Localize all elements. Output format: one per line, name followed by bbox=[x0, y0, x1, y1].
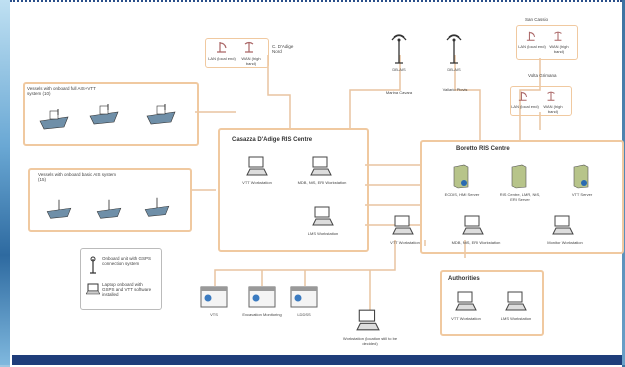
radio-tower-icon bbox=[391, 34, 407, 64]
boretto-centre-title: Boretto RIS Centre bbox=[456, 146, 510, 152]
site-san-cassio-label: San Cassio bbox=[525, 17, 549, 22]
site-castel-adige-wan: WAN (high band) bbox=[241, 56, 261, 66]
boretto-server1-label: ECDIS, HMI Server bbox=[444, 192, 480, 197]
casazza-centre-box bbox=[218, 128, 369, 252]
vessels-basic-box bbox=[28, 168, 192, 232]
vessels-basic-title: Vessels with onboard basic AIS system (1… bbox=[38, 172, 117, 182]
vessel-icon bbox=[39, 109, 69, 130]
site-castel-adige-lan: LAN (local end) bbox=[208, 56, 236, 61]
site-san-cassio-lan: LAN (local end) bbox=[518, 44, 546, 49]
legend-item2-label: Laptop onboard with GSPS and VTT softwar… bbox=[102, 282, 152, 297]
vessel-icon bbox=[146, 104, 176, 125]
system-window-icon bbox=[290, 286, 318, 308]
laptop-icon bbox=[86, 283, 100, 295]
site-volta-grimana-wan: WAN (high band) bbox=[543, 104, 563, 114]
site-volta-grimana-label: Volta Grimana bbox=[528, 73, 557, 78]
vessel-icon bbox=[89, 104, 119, 125]
antenna-icon bbox=[518, 91, 528, 101]
tower-2-site-label: Vallario Piovis bbox=[442, 87, 468, 92]
system-window-icon bbox=[248, 286, 276, 308]
server-icon bbox=[453, 164, 469, 189]
casazza-centre-title: Casazza D'Adige RIS Centre bbox=[232, 137, 313, 143]
system-window-icon bbox=[200, 286, 228, 308]
boretto-server3-label: VTT Server bbox=[571, 192, 593, 197]
site-volta-grimana-lan: LAN (local end) bbox=[511, 104, 539, 109]
site-san-cassio-box bbox=[516, 25, 578, 60]
vessel-icon bbox=[46, 199, 72, 219]
legend-item1-label: Onboard unit with GSPS connection system bbox=[102, 256, 152, 266]
vessel-icon bbox=[144, 197, 170, 217]
authorities-lms-label: LMS Workstation bbox=[500, 316, 532, 321]
vessel-icon bbox=[96, 199, 122, 219]
vessels-full-title: Vessels with onboard full AIS+VTT system… bbox=[27, 86, 96, 96]
workstation-icon bbox=[505, 291, 527, 311]
legend-box bbox=[80, 248, 162, 310]
casazza-vtt-label: VTT Workstation bbox=[242, 180, 272, 185]
boretto-centre-box bbox=[420, 140, 624, 254]
onboard-unit-icon bbox=[90, 256, 96, 274]
authorities-title: Authorities bbox=[448, 276, 480, 282]
site-castel-adige-box bbox=[205, 38, 269, 68]
site-volta-grimana-box bbox=[510, 86, 572, 116]
server-icon bbox=[573, 164, 589, 189]
workstation-icon bbox=[310, 156, 332, 176]
vessels-full-box bbox=[23, 82, 199, 146]
workstation-icon bbox=[312, 206, 334, 226]
tower-1-site-label: Marina Cavara bbox=[385, 90, 413, 95]
antenna-icon bbox=[547, 91, 555, 101]
background-left-edge bbox=[0, 0, 12, 365]
boretto-mdb-label: MDB, NtS, ERI Workstation bbox=[451, 240, 501, 245]
tower-1-device-label: DB-AIS bbox=[392, 67, 406, 72]
authorities-vtt-label: VTT Workstation bbox=[451, 316, 481, 321]
workstation-icon bbox=[552, 215, 574, 235]
system-lddss-label: LDDSS bbox=[297, 312, 311, 317]
tower-2-device-label: DB-AIS bbox=[447, 67, 461, 72]
site-castel-adige-label: C. D'Adige Nord bbox=[272, 44, 294, 54]
boretto-monitor-label: Monitor Workstation bbox=[547, 240, 583, 245]
antenna-icon bbox=[244, 41, 254, 53]
system-workstation-location-label: Workstation (location still to be decide… bbox=[342, 336, 398, 346]
boretto-vtt-label: VTT Workstation bbox=[390, 240, 420, 245]
server-icon bbox=[511, 164, 527, 189]
casazza-mdb-label: MDB, NtS, ERI Workstation bbox=[297, 180, 347, 185]
radio-tower-icon bbox=[446, 34, 462, 64]
workstation-icon bbox=[356, 309, 380, 331]
workstation-icon bbox=[462, 215, 484, 235]
workstation-icon bbox=[455, 291, 477, 311]
system-excavation-label: Excavation Monitoring bbox=[242, 312, 282, 317]
antenna-icon bbox=[217, 42, 227, 53]
antenna-icon bbox=[526, 31, 536, 41]
site-san-cassio-wan: WAN (high band) bbox=[549, 44, 569, 54]
system-vts-label: VTS bbox=[210, 312, 218, 317]
workstation-icon bbox=[392, 215, 414, 235]
workstation-icon bbox=[246, 156, 268, 176]
boretto-server2-label: RIS Centre, LMR, NtS, ERI Server bbox=[499, 192, 541, 202]
bottom-bar bbox=[12, 355, 622, 365]
antenna-icon bbox=[554, 31, 562, 41]
casazza-lms-label: LMS Workstation bbox=[307, 231, 339, 236]
authorities-box bbox=[440, 270, 544, 336]
